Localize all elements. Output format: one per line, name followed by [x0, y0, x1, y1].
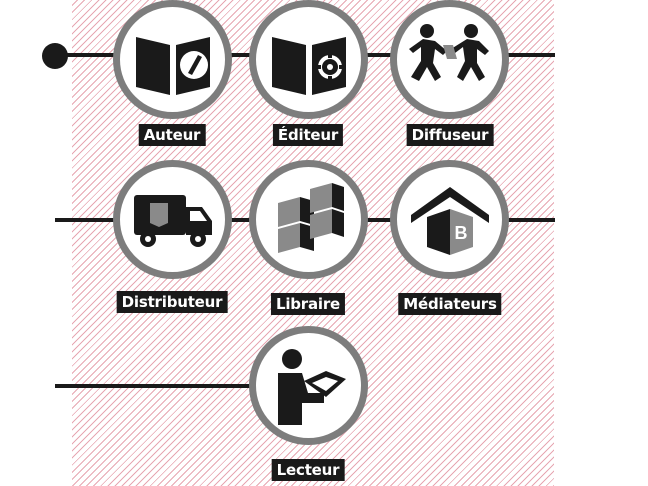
node-mediateurs: B	[390, 160, 509, 279]
label-mediateurs: Médiateurs	[398, 293, 502, 315]
node-diffuseur	[390, 0, 509, 119]
svg-text:B: B	[454, 223, 467, 243]
label-lecteur: Lecteur	[271, 459, 345, 481]
node-libraire	[249, 160, 368, 279]
book-gear-icon	[271, 36, 346, 95]
delivery-truck-icon	[133, 194, 212, 247]
stacked-books-icon	[277, 182, 344, 253]
runners-passing-book-icon	[408, 23, 489, 81]
person-reading-icon	[277, 348, 346, 425]
node-auteur	[113, 0, 232, 119]
library-house-icon: B	[410, 186, 489, 255]
label-libraire: Libraire	[270, 293, 346, 315]
label-auteur: Auteur	[138, 124, 206, 146]
node-editeur	[249, 0, 368, 119]
label-distributeur: Distributeur	[116, 291, 228, 313]
label-editeur: Éditeur	[272, 124, 344, 146]
node-distributeur	[113, 160, 232, 279]
book-pen-icon	[135, 36, 210, 95]
flow-line-row-3	[55, 384, 305, 388]
flow-start-dot	[42, 43, 68, 69]
node-lecteur	[249, 326, 368, 445]
label-diffuseur: Diffuseur	[406, 124, 494, 146]
